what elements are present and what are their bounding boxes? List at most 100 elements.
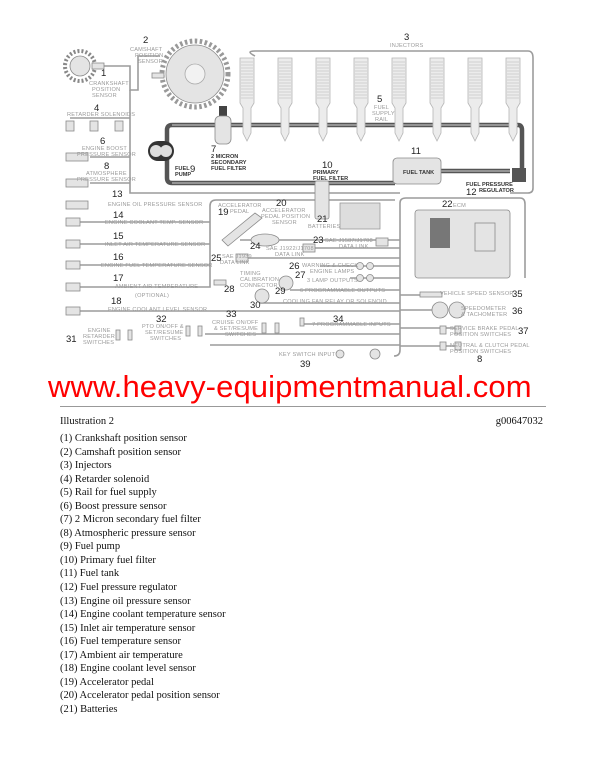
label-text: 7 PROGRAMMABLE INPUTS xyxy=(312,322,391,328)
ecm xyxy=(414,209,511,279)
engine-electronic-system-diagram: 1 CRANKSHAFT POSITION SENSOR 2 CAMSHAFT … xyxy=(63,32,534,370)
label-10: 10 xyxy=(322,160,333,171)
label-text: RETARDER SOLENOIDS xyxy=(67,112,135,118)
secondary-fuel-filter xyxy=(214,106,232,145)
middle-components xyxy=(115,202,466,360)
label-text: WARNING & CHECK xyxy=(302,263,358,269)
legend-item: (2) Camshaft position sensor xyxy=(60,446,182,458)
label-32: 32 xyxy=(156,314,167,325)
legend-item: (13) Engine oil pressure sensor xyxy=(60,595,191,607)
label-23: 23 xyxy=(313,235,324,246)
label-text: TIMING xyxy=(240,271,261,277)
injector-spring xyxy=(355,61,367,99)
legend-item: (3) Injectors xyxy=(60,460,112,472)
label-7: 7 xyxy=(211,144,216,155)
label-34: 34 xyxy=(333,314,344,325)
diagram-content: 1 CRANKSHAFT POSITION SENSOR 2 CAMSHAFT … xyxy=(63,32,534,370)
label-text: FUEL xyxy=(374,105,389,111)
label-16: 16 xyxy=(113,252,124,263)
label-text: SAE J1587/J1708 xyxy=(325,238,373,244)
label-24: 24 xyxy=(250,241,261,252)
label-text: BATTERIES xyxy=(308,224,341,230)
injectors xyxy=(239,57,521,142)
label-text: RETARDER xyxy=(83,334,115,340)
injector xyxy=(353,57,369,142)
label-text: COOLING FAN RELAY OR SOLENOID xyxy=(283,299,387,305)
label-text: 3 LAMP OUTPUTS xyxy=(307,278,358,284)
legend-item: (15) Inlet air temperature sensor xyxy=(60,622,196,634)
primary-fuel-filter xyxy=(314,180,330,220)
label-text: & SET/RESUME xyxy=(214,326,258,332)
label-text: ENGINE FUEL TEMPERATURE SENSOR xyxy=(101,263,213,269)
label-text: DATA LINK xyxy=(220,260,250,266)
crankshaft-gear xyxy=(63,49,105,83)
label-33: 33 xyxy=(226,309,237,320)
legend-item: (18) Engine coolant level sensor xyxy=(60,663,196,675)
label-text: DATA LINK xyxy=(275,252,305,258)
legend-item: (17) Ambient air temperature xyxy=(60,649,183,661)
label-text: SWITCHES xyxy=(83,340,114,346)
legend-item: (7) 2 Micron secondary fuel filter xyxy=(60,514,201,526)
label-text: ENGINE COOLANT TEMP. SENSOR xyxy=(105,220,203,226)
label-27: 27 xyxy=(295,270,306,281)
label-26: 26 xyxy=(289,261,300,272)
label-text: SAE J1939 xyxy=(222,254,252,260)
label-text: PTO ON/OFF & xyxy=(142,324,184,330)
label-25: 25 xyxy=(211,253,222,264)
label-text: FUEL FILTER xyxy=(313,176,348,182)
label-text: SPEEDOMETER xyxy=(461,306,506,312)
label-text: PUMP xyxy=(175,172,191,178)
label-30: 30 xyxy=(250,300,261,311)
legend-item: (21) Batteries xyxy=(60,703,118,715)
label-text: VEHICLE SPEED SENSOR xyxy=(440,291,514,297)
label-text: ACCELERATOR xyxy=(218,203,262,209)
label-6: 6 xyxy=(100,136,105,147)
label-18: 18 xyxy=(111,296,122,307)
label-text: CRUISE ON/OFF xyxy=(212,320,259,326)
label-text: INLET AIR TEMPERATURE SENSOR xyxy=(105,242,205,248)
label-20: 20 xyxy=(276,198,287,209)
label-text: (OPTIONAL) xyxy=(135,293,169,299)
injector-spring xyxy=(393,61,405,99)
label-text: ENGINE LAMPS xyxy=(310,269,354,275)
label-1: 1 xyxy=(101,68,106,79)
camshaft-gear xyxy=(151,38,231,110)
label-21: 21 xyxy=(317,214,328,225)
injector-spring xyxy=(279,61,291,99)
injector xyxy=(505,57,521,142)
injector xyxy=(239,57,255,142)
label-28: 28 xyxy=(224,284,235,295)
label-text: RAIL xyxy=(375,117,388,123)
label-37: 37 xyxy=(518,326,529,337)
legend-item: (1) Crankshaft position sensor xyxy=(60,433,187,444)
label-text: SENSOR xyxy=(92,93,117,99)
label-text: REGULATOR xyxy=(479,188,514,194)
label-text: FUEL TANK xyxy=(403,170,434,176)
figure-id: g00647032 xyxy=(495,416,543,427)
label-text: ENGINE xyxy=(88,328,111,334)
legend-item: (11) Fuel tank xyxy=(60,568,120,580)
label-15: 15 xyxy=(113,231,124,242)
label-14: 14 xyxy=(113,210,124,221)
label-9: 9 xyxy=(190,164,195,175)
label-text: AMBIENT AIR TEMPERATURE xyxy=(115,284,198,290)
figure-caption: Illustration 2 xyxy=(60,416,114,427)
injector-spring xyxy=(507,61,519,99)
fuel-tank xyxy=(392,157,442,185)
left-sensors xyxy=(65,152,89,316)
label-text: CALIBRATION xyxy=(240,277,279,283)
label-text: ACCELERATOR xyxy=(262,208,306,214)
label-text: POSITION xyxy=(92,87,120,93)
label-13: 13 xyxy=(112,189,123,200)
label-text: ATMOSPHERE xyxy=(86,171,127,177)
label-text: PEDAL POSITION xyxy=(261,214,310,220)
fuel-lines xyxy=(164,122,525,186)
label-text: 6 PROGRAMMABLE OUTPUTS xyxy=(300,288,385,294)
label-5: 5 xyxy=(377,94,382,105)
label-text: POSITION xyxy=(135,53,163,59)
label-8: 8 xyxy=(104,161,109,172)
label-text: ECM xyxy=(453,203,466,209)
injector xyxy=(277,57,293,142)
label-text: PRESSURE SENSOR xyxy=(77,152,136,158)
injector xyxy=(391,57,407,142)
